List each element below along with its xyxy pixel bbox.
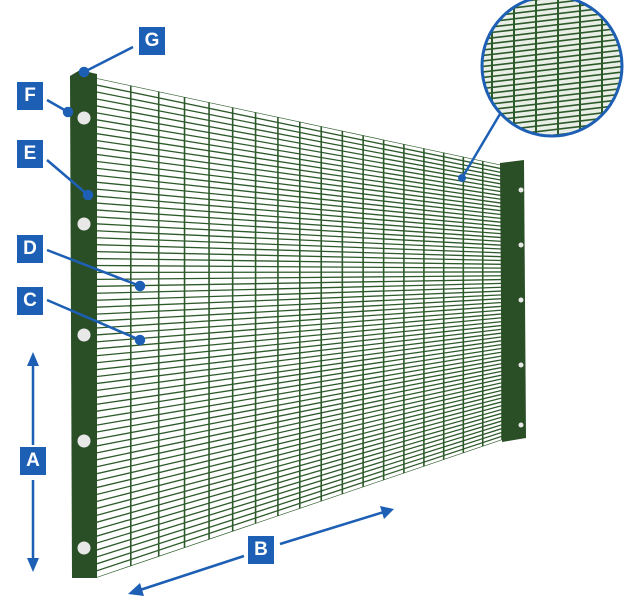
wire [482, 30, 622, 53]
wire [482, 85, 622, 108]
wire [482, 63, 622, 86]
right-post [500, 160, 526, 442]
post-holes [77, 111, 524, 555]
wire [482, 80, 622, 102]
post-hole [518, 242, 524, 248]
magnifier-circle [458, 0, 634, 182]
label-g: G [139, 27, 165, 55]
post-hole [77, 434, 91, 448]
width-arrow [128, 506, 394, 596]
leader-lines [46, 45, 146, 346]
label-a: A [20, 447, 46, 475]
wire [482, 36, 622, 58]
label-c: C [17, 287, 43, 315]
post-hole [77, 328, 91, 342]
post-hole [518, 362, 524, 368]
post-hole [77, 217, 91, 231]
wire [470, 142, 634, 162]
post-hole [518, 297, 524, 303]
wire [482, 74, 622, 97]
label-d: D [17, 235, 43, 263]
post-hole [77, 111, 91, 125]
post-hole [518, 187, 524, 193]
wire [482, 135, 622, 136]
label-b: B [248, 536, 274, 564]
mesh-panel [96, 78, 502, 578]
label-e: E [17, 140, 43, 168]
left-post [70, 70, 97, 578]
post-hole [77, 541, 91, 555]
height-arrow [27, 352, 39, 572]
wire [482, 58, 622, 80]
wire [482, 41, 622, 64]
label-f: F [17, 82, 43, 110]
post-hole [518, 422, 524, 428]
wire [482, 47, 622, 69]
wire [482, 69, 622, 91]
wire [482, 52, 622, 75]
